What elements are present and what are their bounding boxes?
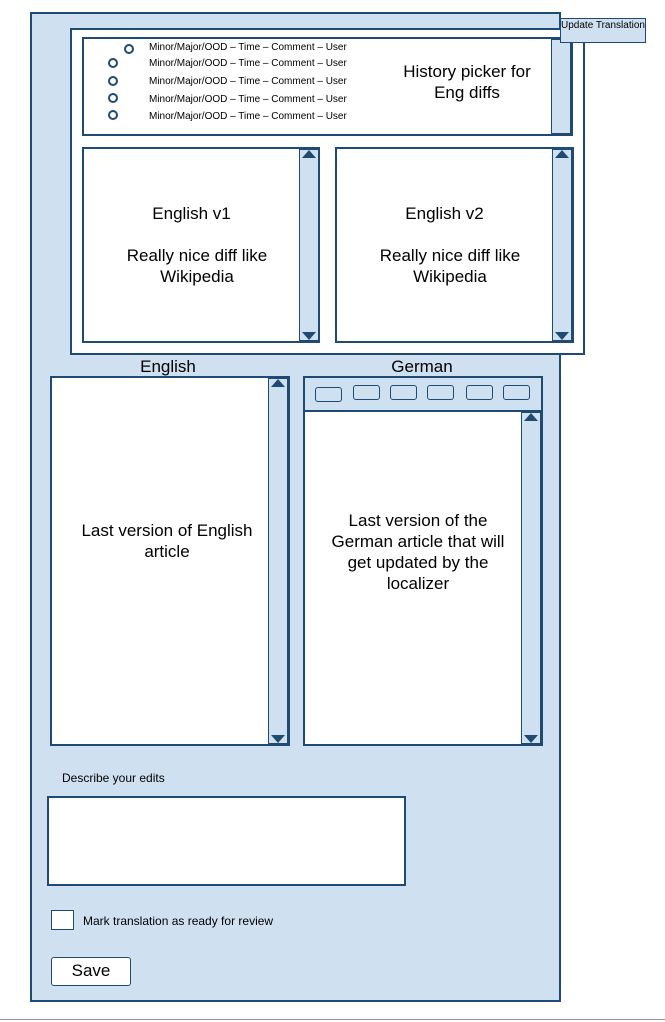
- review-checkbox[interactable]: [51, 910, 74, 930]
- history-row-3[interactable]: Minor/Major/OOD – Time – Comment – User: [149, 76, 347, 87]
- toolbar-button-1[interactable]: [315, 387, 342, 402]
- diff-section: Minor/Major/OOD – Time – Comment – User …: [70, 28, 585, 355]
- scroll-down-icon[interactable]: [555, 332, 569, 340]
- scroll-up-icon[interactable]: [555, 150, 569, 158]
- update-translation-tab[interactable]: Update Translation: [560, 18, 646, 43]
- english-scrollbar[interactable]: [268, 378, 288, 744]
- toolbar-button-2[interactable]: [353, 385, 380, 400]
- german-scrollbar[interactable]: [521, 412, 541, 744]
- scroll-down-icon[interactable]: [271, 735, 285, 743]
- diff-right-body: Really nice diff like Wikipedia: [379, 246, 521, 286]
- history-picker[interactable]: Minor/Major/OOD – Time – Comment – User …: [82, 37, 573, 136]
- editor-toolbar: [305, 378, 541, 412]
- edit-summary-input[interactable]: [47, 796, 406, 886]
- history-radio-1[interactable]: [124, 44, 134, 54]
- scroll-up-icon[interactable]: [271, 379, 285, 387]
- scroll-up-icon[interactable]: [302, 150, 316, 158]
- edit-summary-label: Describe your edits: [62, 771, 165, 785]
- diff-left-body: Really nice diff like Wikipedia: [126, 246, 268, 286]
- translation-panel: Minor/Major/OOD – Time – Comment – User …: [30, 12, 585, 1002]
- english-article-text: Last version of English article: [81, 521, 253, 561]
- diff-right-pane: English v2 Really nice diff like Wikiped…: [335, 147, 574, 343]
- toolbar-button-3[interactable]: [390, 385, 417, 400]
- diff-left-pane: English v1 Really nice diff like Wikiped…: [82, 147, 320, 343]
- history-radio-5[interactable]: [108, 110, 118, 120]
- history-scrollbar[interactable]: [551, 39, 571, 134]
- page-divider: [0, 1019, 665, 1020]
- history-radio-2[interactable]: [108, 58, 118, 68]
- english-heading: English: [140, 357, 196, 376]
- diff-right-title: English v2: [405, 204, 484, 223]
- review-checkbox-label: Mark translation as ready for review: [83, 914, 274, 928]
- history-row-2[interactable]: Minor/Major/OOD – Time – Comment – User: [149, 58, 347, 69]
- german-article-text[interactable]: Last version of the German article that …: [331, 511, 505, 593]
- english-article-pane: Last version of English article: [50, 376, 290, 746]
- history-row-1[interactable]: Minor/Major/OOD – Time – Comment – User: [149, 42, 347, 53]
- german-article-pane[interactable]: Last version of the German article that …: [303, 376, 543, 746]
- history-radio-4[interactable]: [108, 93, 118, 103]
- diff-left-scrollbar[interactable]: [299, 149, 319, 341]
- german-heading: German: [391, 357, 453, 376]
- diff-left-title: English v1: [152, 204, 231, 223]
- history-row-5[interactable]: Minor/Major/OOD – Time – Comment – User: [149, 111, 347, 122]
- history-radio-3[interactable]: [108, 76, 118, 86]
- scroll-down-icon[interactable]: [524, 735, 538, 743]
- scroll-up-icon[interactable]: [524, 413, 538, 421]
- diff-right-scrollbar[interactable]: [552, 149, 572, 341]
- toolbar-button-4[interactable]: [427, 385, 454, 400]
- history-description: History picker for Eng diffs: [403, 62, 531, 102]
- save-button[interactable]: Save: [51, 957, 131, 986]
- toolbar-button-5[interactable]: [466, 385, 493, 400]
- scroll-down-icon[interactable]: [302, 332, 316, 340]
- history-row-4[interactable]: Minor/Major/OOD – Time – Comment – User: [149, 94, 347, 105]
- toolbar-button-6[interactable]: [503, 385, 530, 400]
